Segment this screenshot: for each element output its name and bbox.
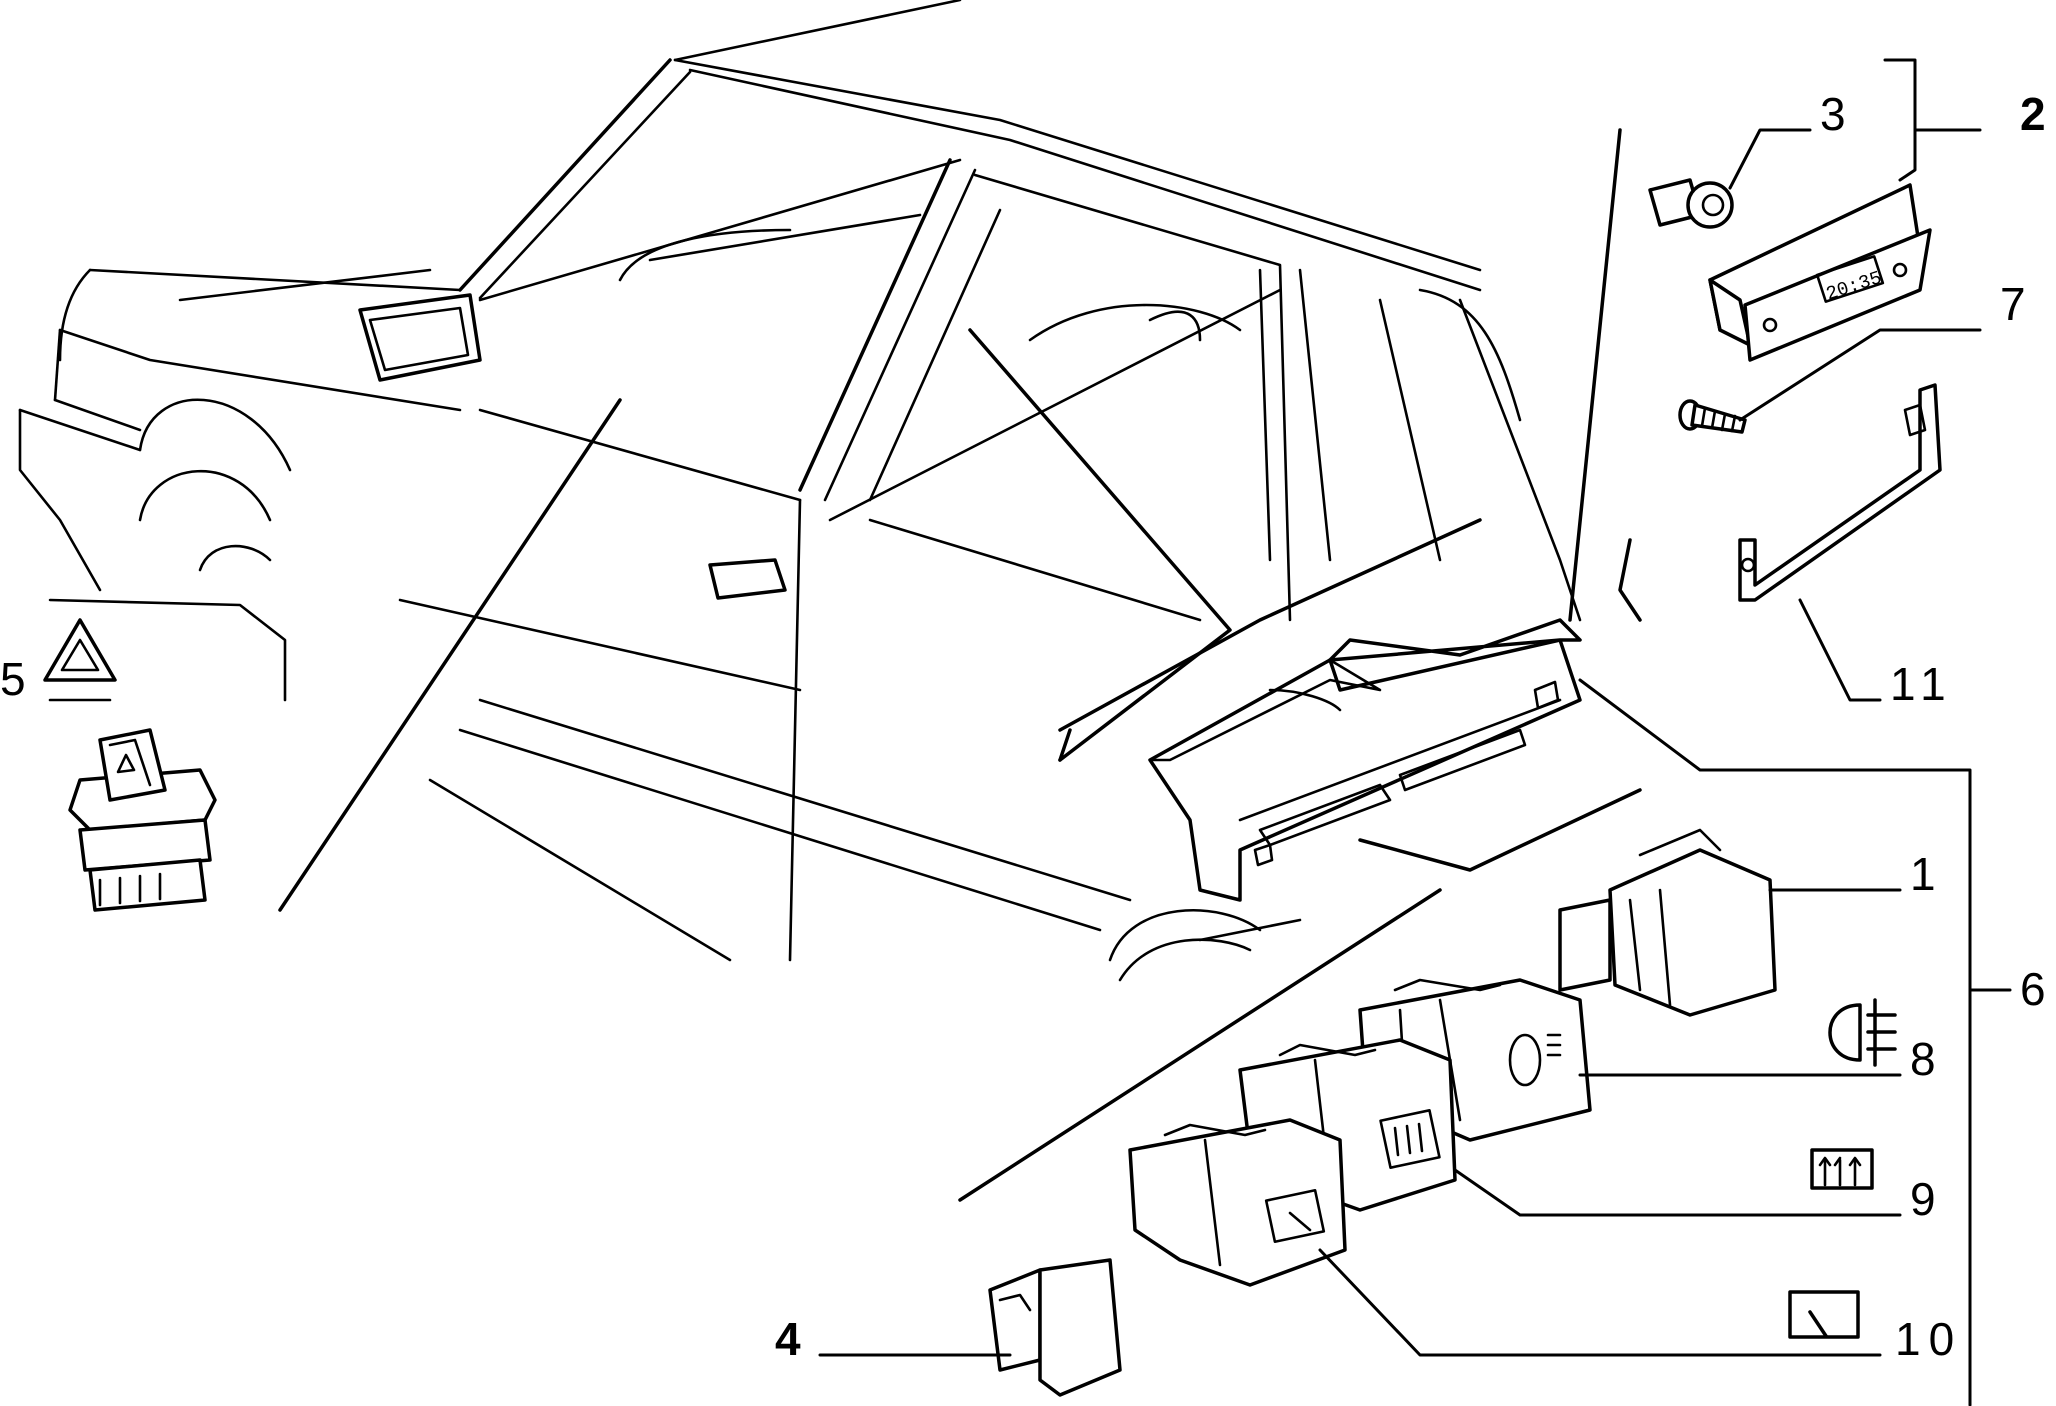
switch-part-1 bbox=[1558, 828, 1777, 1017]
label-4: 4 bbox=[775, 1313, 801, 1365]
part-labels: 3 2 7 11 1 6 8 9 10 4 5 bbox=[0, 88, 2046, 1365]
label-10: 10 bbox=[1895, 1313, 1962, 1365]
label-1: 1 bbox=[1910, 848, 1936, 900]
callout-lines bbox=[48, 128, 1642, 1202]
label-9: 9 bbox=[1910, 1173, 1936, 1225]
car-outline bbox=[18, 0, 1582, 982]
label-7: 7 bbox=[2000, 278, 2026, 330]
bulb-part bbox=[1648, 178, 1734, 229]
hazard-triangle-icon bbox=[43, 618, 117, 702]
leader-lines bbox=[818, 58, 2012, 1406]
wiper-icon bbox=[1788, 1290, 1860, 1339]
hazard-switch-part bbox=[68, 728, 217, 912]
fog-light-icon bbox=[1828, 998, 1897, 1067]
label-5: 5 bbox=[0, 653, 26, 705]
centre-console-panel bbox=[1148, 618, 1582, 902]
label-6: 6 bbox=[2020, 963, 2046, 1015]
rear-defrost-icon bbox=[1810, 1148, 1874, 1190]
label-8: 8 bbox=[1910, 1033, 1936, 1085]
bracket-part bbox=[1738, 383, 1942, 602]
label-11: 11 bbox=[1890, 658, 1954, 710]
label-3: 3 bbox=[1820, 88, 1846, 140]
switch-part-10 bbox=[1128, 1118, 1347, 1287]
screw-part bbox=[1678, 399, 1747, 434]
clock-part: 20:35 bbox=[1708, 183, 1932, 362]
label-2: 2 bbox=[2020, 88, 2046, 140]
blank-cover-part bbox=[988, 1258, 1122, 1397]
